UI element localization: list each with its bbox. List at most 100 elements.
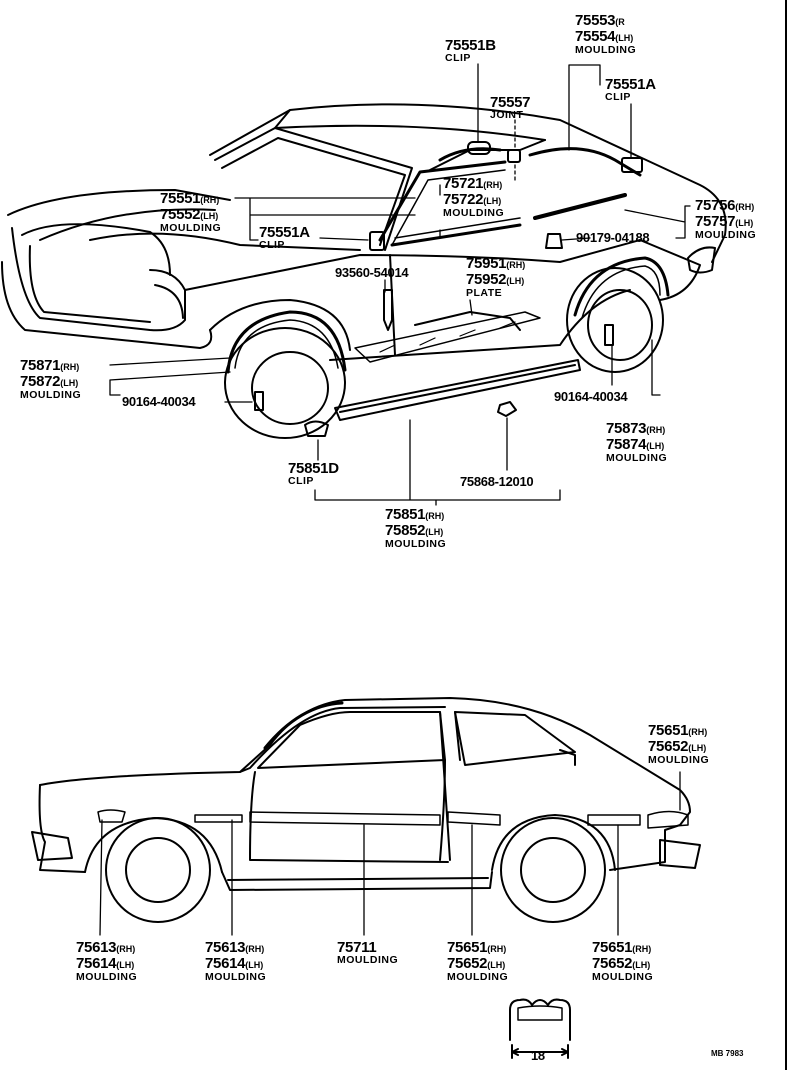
part-number: 75614 xyxy=(76,955,117,972)
part-number: 75874 xyxy=(606,436,647,453)
part-caption: JOINT xyxy=(490,109,524,121)
part-caption: MOULDING xyxy=(337,954,399,966)
top-car-illustration xyxy=(1,103,727,439)
side-suffix: (LH) xyxy=(425,527,444,537)
part-number: 75651 xyxy=(648,722,689,739)
side-suffix: (LH) xyxy=(735,218,754,228)
part-caption: MOULDING xyxy=(592,971,654,983)
part-number: 75614 xyxy=(205,955,246,972)
part-number: 75553 xyxy=(575,12,616,29)
side-suffix: (RH) xyxy=(487,944,507,954)
part-number: 75952 xyxy=(466,271,507,288)
part-number: 75851D xyxy=(288,460,339,477)
part-caption: MOULDING xyxy=(648,754,710,766)
side-suffix: (RH) xyxy=(735,202,755,212)
part-number: 75951 xyxy=(466,255,507,272)
part-number: 75652 xyxy=(592,955,633,972)
side-suffix: (RH) xyxy=(483,180,503,190)
callout-90179: 90179-04188 xyxy=(576,230,650,245)
part-number: 75873 xyxy=(606,420,647,437)
side-suffix: (LH) xyxy=(200,211,219,221)
side-suffix: (RH) xyxy=(60,362,80,372)
part-caption: MOULDING xyxy=(443,207,505,219)
side-suffix: (LH) xyxy=(632,960,651,970)
callout-75871: 75871(RH) 75872(LH) MOULDING xyxy=(20,358,81,401)
part-caption: MOULDING xyxy=(575,44,637,56)
callout-75551B: 75551B CLIP xyxy=(445,38,496,64)
callout-75873: 75873(RH) 75874(LH) MOULDING xyxy=(606,421,667,464)
callout-75721: 75721(RH) 75722(LH) MOULDING xyxy=(443,176,504,219)
callout-75613-a: 75613(RH) 75614(LH) MOULDING xyxy=(76,940,137,983)
part-caption: MOULDING xyxy=(606,452,668,464)
side-suffix: (LH) xyxy=(483,196,502,206)
part-number: 90164-40034 xyxy=(122,394,196,409)
part-number: 75852 xyxy=(385,522,426,539)
part-number: 75551B xyxy=(445,37,496,54)
callout-75553: 75553(R 75554(LH) MOULDING xyxy=(575,13,636,56)
callout-75851D: 75851D CLIP xyxy=(288,461,339,487)
side-suffix: (RH) xyxy=(425,511,445,521)
side-suffix: (LH) xyxy=(615,33,634,43)
side-suffix: (RH) xyxy=(245,944,265,954)
part-caption: PLATE xyxy=(466,287,503,299)
part-number: 75757 xyxy=(695,213,736,230)
side-suffix: (RH) xyxy=(646,425,666,435)
callout-75557: 75557 JOINT xyxy=(490,94,531,121)
part-number: 75851 xyxy=(385,506,426,523)
part-number: 93560-54014 xyxy=(335,265,409,280)
part-caption: MOULDING xyxy=(20,389,82,401)
part-number: 75651 xyxy=(447,939,488,956)
dimension-label: 18 xyxy=(531,1048,545,1063)
callout-75756: 75756(RH) 75757(LH) MOULDING xyxy=(695,198,756,241)
side-suffix: (RH) xyxy=(116,944,136,954)
part-number: 75613 xyxy=(205,939,246,956)
callout-90164-left: 90164-40034 xyxy=(122,394,196,409)
side-suffix: (LH) xyxy=(646,441,665,451)
part-number: 75551A xyxy=(605,76,656,93)
part-number: 75551 xyxy=(160,190,201,207)
side-suffix: (LH) xyxy=(506,276,525,286)
side-suffix: (LH) xyxy=(116,960,135,970)
part-number: 75651 xyxy=(592,939,633,956)
callout-75651-top: 75651(RH) 75652(LH) MOULDING xyxy=(648,723,709,766)
side-suffix: (LH) xyxy=(60,378,79,388)
callout-75551A-left: 75551A CLIP xyxy=(259,225,310,251)
callout-75711: 75711 MOULDING xyxy=(337,940,398,966)
callout-75551A-top: 75551A CLIP xyxy=(605,77,656,103)
bottom-car-illustration xyxy=(31,697,701,923)
part-caption: CLIP xyxy=(605,91,631,103)
part-number: 75711 xyxy=(337,939,377,956)
part-number: 90179-04188 xyxy=(576,230,650,245)
part-caption: MOULDING xyxy=(205,971,267,983)
part-caption: MOULDING xyxy=(160,222,222,234)
part-caption: MOULDING xyxy=(76,971,138,983)
side-suffix: (RH) xyxy=(632,944,652,954)
callout-75613-b: 75613(RH) 75614(LH) MOULDING xyxy=(205,940,266,983)
part-number: 75872 xyxy=(20,373,61,390)
part-caption: MOULDING xyxy=(385,538,447,550)
part-number: 75868-12010 xyxy=(460,474,534,489)
callout-75951: 75951(RH) 75952(LH) PLATE xyxy=(466,256,525,299)
part-number: 75722 xyxy=(443,191,484,208)
part-number: 75557 xyxy=(490,94,531,111)
part-caption: MOULDING xyxy=(695,229,757,241)
side-suffix: (RH) xyxy=(506,260,526,270)
callout-75651-b: 75651(RH) 75652(LH) MOULDING xyxy=(592,940,653,983)
part-number: 75652 xyxy=(447,955,488,972)
figure-code: MB 7983 xyxy=(711,1049,744,1058)
side-suffix: (R xyxy=(615,17,625,27)
side-suffix: (RH) xyxy=(200,195,220,205)
side-suffix: (LH) xyxy=(487,960,506,970)
side-suffix: (LH) xyxy=(245,960,264,970)
part-caption: CLIP xyxy=(259,239,285,251)
bottom-leader-lines xyxy=(99,771,681,936)
moulding-cross-section xyxy=(509,998,571,1059)
part-number: 75552 xyxy=(160,206,201,223)
part-number: 75652 xyxy=(648,738,689,755)
callout-75551: 75551(RH) 75552(LH) MOULDING xyxy=(160,191,221,234)
side-suffix: (LH) xyxy=(688,743,707,753)
part-caption: MOULDING xyxy=(447,971,509,983)
part-number: 90164-40034 xyxy=(554,389,628,404)
part-number: 75613 xyxy=(76,939,117,956)
